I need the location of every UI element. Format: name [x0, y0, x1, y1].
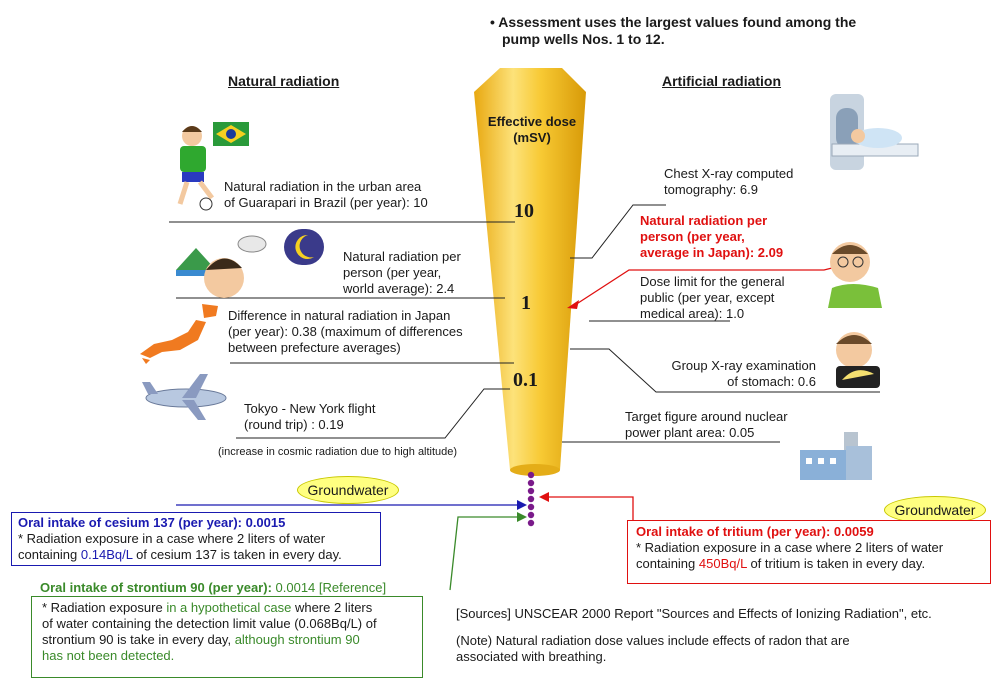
japan-map-icon: [140, 304, 218, 364]
flight-label: Tokyo - New York flight (round trip) : 0…: [244, 401, 376, 433]
artificial-radiation-title: Artificial radiation: [662, 73, 782, 89]
dose-limit-line1: Dose limit for the general: [640, 274, 785, 289]
tritium-line1: * Radiation exposure in a case where 2 l…: [636, 540, 944, 555]
doctor-icon: [828, 242, 882, 308]
strontium-line3: strontium 90 is take in every day, altho…: [42, 632, 412, 648]
strontium-line2: of water containing the detection limit …: [42, 616, 377, 631]
japan-diff-line2: (per year): 0.38 (maximum of differences: [228, 324, 463, 339]
cesium-box: Oral intake of cesium 137 (per year): 0.…: [11, 512, 381, 566]
natural-radiation-title: Natural radiation: [228, 73, 340, 89]
world-line2: person (per year,: [343, 265, 442, 280]
cesium-line2-pre: containing: [18, 547, 81, 562]
note-text: (Note) Natural radiation dose values inc…: [456, 633, 850, 665]
japan-difference-label: Difference in natural radiation in Japan…: [228, 308, 463, 356]
japan-natural-label: Natural radiation per person (per year, …: [640, 213, 783, 261]
strontium-line1: * Radiation exposure in a hypothetical c…: [42, 600, 412, 616]
strontium-l3-pre: strontium 90 is take in every day,: [42, 632, 235, 647]
cesium-title: Oral intake of cesium 137 (per year): 0.…: [18, 515, 286, 530]
tritium-value: 450Bq/L: [698, 556, 747, 571]
world-line1: Natural radiation per: [343, 249, 461, 264]
strontium-box: * Radiation exposure in a hypothetical c…: [31, 596, 423, 678]
factory-icon: [800, 432, 872, 480]
tritium-title: Oral intake of tritium (per year): 0.005…: [636, 524, 874, 539]
cesium-line2-post: of cesium 137 is taken in every day.: [132, 547, 342, 562]
cesium-value: 0.14Bq/L: [80, 547, 133, 562]
landscape-icon: [176, 235, 267, 298]
soccer-player-icon: [177, 126, 214, 211]
japan-nat-line2: person (per year,: [640, 229, 745, 244]
japan-nat-line1: Natural radiation per: [640, 213, 768, 228]
dose-limit-label: Dose limit for the general public (per y…: [640, 274, 785, 322]
nuclear-line1: Target figure around nuclear: [625, 409, 788, 424]
guarapari-line2: of Guarapari in Brazil (per year): 10: [224, 195, 428, 210]
strontium-l1-pre: * Radiation exposure: [42, 600, 167, 615]
airplane-icon: [142, 374, 227, 420]
stomach-xray-label: Group X-ray examination of stomach: 0.6: [652, 358, 816, 390]
tritium-line2-pre: containing: [636, 556, 699, 571]
strontium-title: Oral intake of strontium 90 (per year): …: [40, 580, 386, 596]
moon-icon: [284, 229, 324, 265]
note-line1: (Note) Natural radiation dose values inc…: [456, 633, 850, 648]
tritium-box: Oral intake of tritium (per year): 0.005…: [627, 520, 991, 584]
strontium-title-bold: Oral intake of strontium 90 (per year):: [40, 580, 272, 595]
dose-limit-line3: medical area): 1.0: [640, 306, 745, 321]
note-line2: associated with breathing.: [456, 649, 607, 664]
strontium-l3-green: although strontium 90: [234, 632, 360, 647]
sources-text: [Sources] UNSCEAR 2000 Report "Sources a…: [456, 606, 932, 621]
tick-1: 1: [521, 292, 531, 314]
assessment-note-line2: pump wells Nos. 1 to 12.: [502, 31, 665, 47]
cone-bottom: [510, 464, 560, 476]
japan-diff-line3: between prefecture averages): [228, 340, 401, 355]
xray-patient-icon: [836, 332, 880, 388]
assessment-note: • Assessment uses the largest values fou…: [490, 14, 856, 48]
brazil-flag-icon: [213, 122, 249, 146]
dose-cone: [474, 68, 586, 470]
tritium-line2-post: of tritium is taken in every day.: [746, 556, 926, 571]
japan-diff-line1: Difference in natural radiation in Japan: [228, 308, 451, 323]
strontium-l1-post: where 2 liters: [291, 600, 373, 615]
groundwater-bubble-left: Groundwater: [297, 476, 399, 504]
japan-nat-line3: average in Japan): 2.09: [640, 245, 784, 260]
cesium-line2: containing 0.14Bq/L of cesium 137 is tak…: [18, 547, 374, 563]
strontium-line4: has not been detected.: [42, 648, 175, 663]
strontium-l1-green: in a hypothetical case: [166, 600, 292, 615]
guarapari-line1: Natural radiation in the urban area: [224, 179, 422, 194]
dose-dots: [527, 471, 535, 527]
cesium-line1: * Radiation exposure in a case where 2 l…: [18, 531, 326, 546]
assessment-note-line1: • Assessment uses the largest values fou…: [490, 14, 857, 30]
tick-10: 10: [514, 200, 534, 222]
guarapari-label: Natural radiation in the urban area of G…: [224, 179, 428, 211]
tritium-line2: containing 450Bq/L of tritium is taken i…: [636, 556, 982, 572]
cone-title: Effective dose (mSV): [484, 114, 580, 146]
flight-line2: (round trip) : 0.19: [244, 417, 344, 432]
strontium-title-rest: 0.0014 [Reference]: [271, 580, 387, 595]
stomach-line2: of stomach: 0.6: [727, 374, 816, 389]
dose-limit-line2: public (per year, except: [640, 290, 775, 305]
flight-line1: Tokyo - New York flight: [244, 401, 376, 416]
stomach-line1: Group X-ray examination: [671, 358, 816, 373]
flight-note: (increase in cosmic radiation due to hig…: [218, 446, 458, 458]
ct-scanner-icon: [830, 94, 919, 170]
cone-title-line2: (mSV): [513, 130, 551, 145]
nuclear-line2: power plant area: 0.05: [625, 425, 755, 440]
tick-0-1: 0.1: [513, 369, 538, 391]
ct-line1: Chest X-ray computed: [664, 166, 794, 181]
nuclear-plant-label: Target figure around nuclear power plant…: [625, 409, 788, 441]
world-average-label: Natural radiation per person (per year, …: [343, 249, 461, 297]
chest-ct-label: Chest X-ray computed tomography: 6.9: [664, 166, 793, 198]
cone-title-line1: Effective dose: [487, 114, 577, 129]
ct-line2: tomography: 6.9: [664, 182, 758, 197]
world-line3: world average): 2.4: [343, 281, 455, 296]
